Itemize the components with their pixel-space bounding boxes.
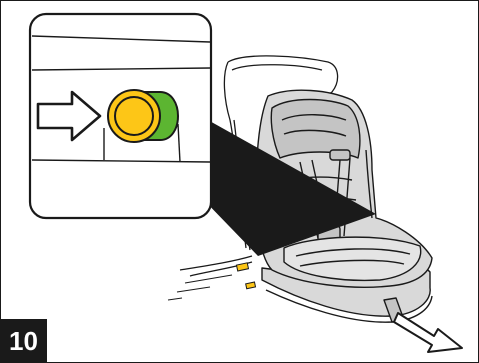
pull-direction-arrow bbox=[394, 313, 462, 352]
isofix-indicator-icon bbox=[108, 90, 178, 142]
isofix-anchor bbox=[236, 263, 255, 289]
motion-lines bbox=[168, 275, 232, 300]
step-number: 10 bbox=[0, 319, 47, 363]
